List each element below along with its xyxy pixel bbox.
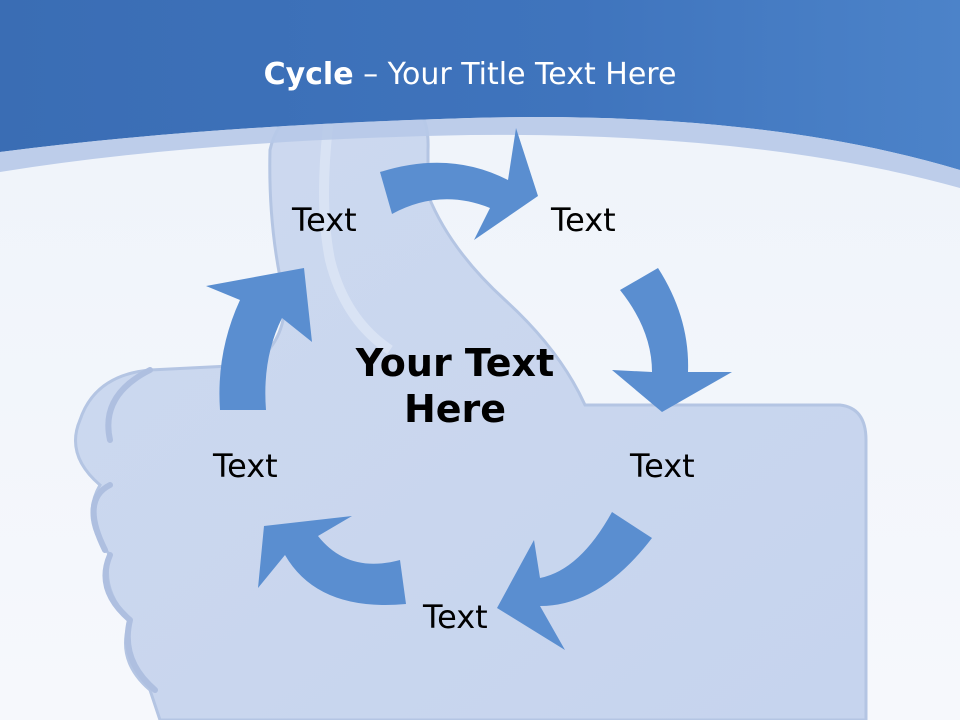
- center-text: Your Text Here: [355, 341, 555, 431]
- cycle-label-4: Text: [423, 598, 488, 636]
- cycle-arrow-4: [258, 516, 406, 605]
- cycle-arrow-3: [497, 512, 652, 650]
- cycle-arrow-2: [612, 268, 732, 412]
- cycle-label-2: Text: [551, 201, 616, 239]
- title-bold: Cycle: [263, 57, 354, 92]
- cycle-label-3: Text: [630, 447, 695, 485]
- cycle-arrow-5: [206, 268, 312, 410]
- cycle-label-1: Text: [292, 201, 357, 239]
- cycle-label-5: Text: [213, 447, 278, 485]
- cycle-arrow-1: [380, 128, 538, 240]
- cycle-arrows: [206, 128, 732, 650]
- slide-title: Cycle – Your Title Text Here: [0, 55, 940, 95]
- title-rest: – Your Title Text Here: [353, 57, 677, 92]
